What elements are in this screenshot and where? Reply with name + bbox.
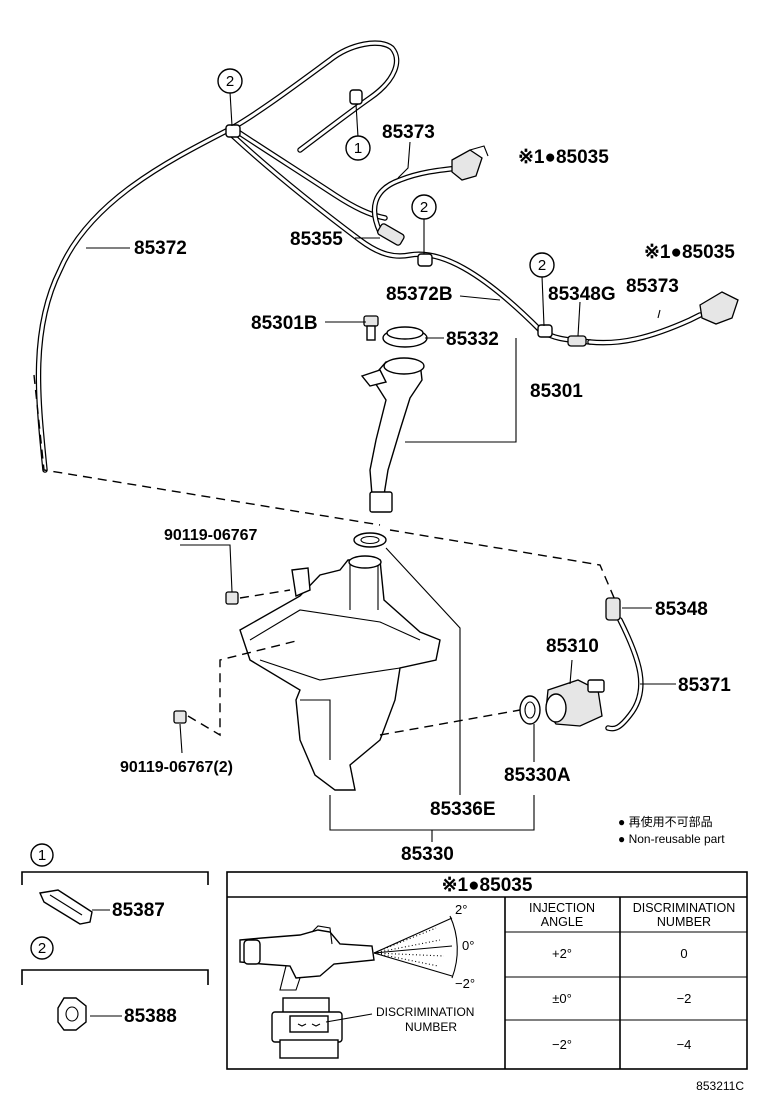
cell-number-row3: −4 [677, 1037, 692, 1052]
label-85336E: 85336E [430, 799, 496, 820]
cell-number-row2: −2 [677, 991, 692, 1006]
dashed-tank-to-85348 [389, 529, 616, 601]
label-85373-right: 85373 [626, 276, 679, 297]
connector-illustration [271, 997, 343, 1059]
nozzle-85035-top-part [451, 145, 489, 181]
hose-85373-right [587, 312, 703, 346]
clip-2-right [537, 324, 553, 338]
cell-angle-row1: +2° [552, 946, 572, 961]
header-discrimination-1: DISCRIMINATION [633, 901, 736, 915]
callout-2-mid: 2 [411, 194, 437, 220]
nozzle-spec-table: ※1●85035 INJECTION ANGLE DISCRIMINATION … [226, 871, 748, 1070]
disc-leader [325, 1013, 373, 1023]
hose-85373-top [371, 165, 461, 235]
figure-code: 853211C [696, 1079, 744, 1093]
inset-2: 2 85388 [21, 936, 209, 1031]
filler-neck-85301-part [360, 357, 425, 513]
label-85372: 85372 [134, 238, 187, 259]
label-angle-plus: 2° [455, 902, 467, 917]
nozzle-85035-right-part [699, 291, 739, 325]
label-85348G: 85348G [548, 284, 616, 305]
dash-bolt-bottom [187, 639, 301, 737]
svg-text:2: 2 [38, 940, 46, 957]
label-angle-zero: 0° [462, 938, 474, 953]
clip-85387-part [38, 889, 93, 925]
label-85310: 85310 [546, 636, 599, 657]
label-85372B: 85372B [386, 284, 453, 305]
label-85388: 85388 [124, 1006, 177, 1027]
cell-angle-row2: ±0° [552, 991, 572, 1006]
svg-text:2: 2 [538, 257, 546, 274]
nozzle-illustration [239, 925, 375, 991]
label-85348: 85348 [655, 599, 708, 620]
joint-85348G-part [567, 335, 587, 347]
clip-2-mid [417, 253, 433, 267]
cap-85332-part [382, 326, 428, 348]
label-disc-2: NUMBER [405, 1020, 457, 1034]
table-title: ※1●85035 [442, 875, 533, 896]
legend-en: ● Non-reusable part [618, 832, 725, 846]
hose-85372 [35, 40, 400, 473]
header-discrimination-2: NUMBER [657, 915, 711, 929]
grommet-85336E-part [353, 532, 387, 548]
pump-85310-part [545, 679, 605, 727]
inset-1: 1 85387 [21, 843, 209, 925]
header-injection-angle-1: INJECTION [529, 901, 595, 915]
callout-2-top-left: 2 [217, 68, 243, 94]
label-85301B: 85301B [251, 313, 318, 334]
svg-text:2: 2 [420, 199, 428, 216]
svg-text:1: 1 [354, 140, 362, 157]
svg-text:1: 1 [38, 847, 46, 864]
joint-85355-part [377, 223, 405, 246]
label-90119-bottom: 90119-06767(2) [120, 759, 233, 776]
bolt-90119-top-part [225, 591, 239, 605]
grommet-85330A-part [519, 695, 541, 725]
hose-85372-loop [229, 125, 388, 221]
callout-1-top: 1 [345, 135, 371, 161]
dash-bolt-top [239, 589, 291, 599]
label-85035-right: ※1●85035 [644, 242, 735, 263]
label-disc-1: DISCRIMINATION [376, 1005, 474, 1019]
label-angle-minus: −2° [455, 976, 475, 991]
label-85301: 85301 [530, 381, 583, 402]
dash-tank-grommet [379, 709, 521, 736]
check-valve-85348-part [605, 597, 621, 621]
label-85387: 85387 [112, 900, 165, 921]
clip-1-top [349, 89, 363, 105]
spray-fan [373, 915, 458, 979]
leader-lines [86, 91, 676, 842]
hose-85371 [605, 617, 644, 732]
label-85371: 85371 [678, 675, 731, 696]
cell-angle-row3: −2° [552, 1037, 572, 1052]
clip-2-top-left [225, 124, 241, 138]
label-85035-top: ※1●85035 [518, 147, 609, 168]
clip-85388-part [57, 997, 87, 1031]
bolt-90119-bottom-part [173, 710, 187, 724]
svg-text:2: 2 [226, 73, 234, 90]
tank-85330-part [239, 555, 441, 791]
label-85373-top: 85373 [382, 122, 435, 143]
label-85330: 85330 [401, 844, 454, 865]
hose-85372-dashed-lower [33, 374, 381, 526]
callout-2-right: 2 [529, 252, 555, 278]
legend-jp: ● 再使用不可部品 [618, 814, 713, 829]
header-injection-angle-2: ANGLE [541, 915, 583, 929]
label-90119-top: 90119-06767 [164, 527, 258, 544]
bolt-85301B-part [363, 315, 379, 341]
label-85355: 85355 [290, 229, 343, 250]
cell-number-row1: 0 [680, 946, 687, 961]
label-85332: 85332 [446, 329, 499, 350]
label-85330A: 85330A [504, 765, 571, 786]
